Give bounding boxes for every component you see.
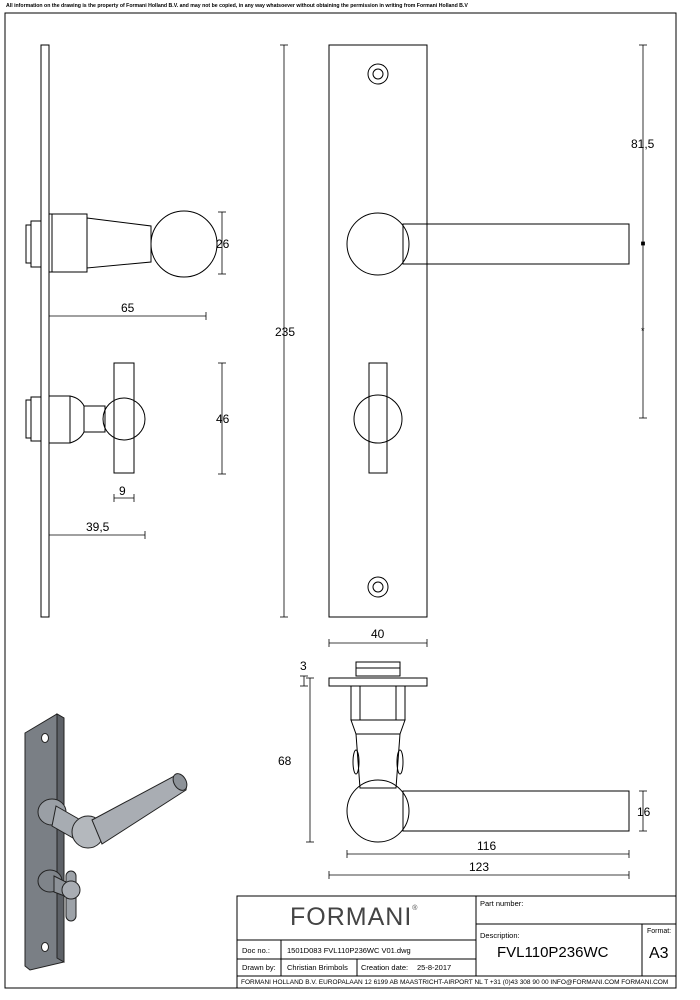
- dim-lever-length: 116: [477, 839, 496, 853]
- dim-rose-height: 68: [278, 754, 292, 768]
- front-view-plate: [328, 44, 428, 618]
- format-value: A3: [649, 945, 669, 962]
- registered-mark: ®: [412, 905, 419, 912]
- dim-plate-thickness: 3: [300, 659, 307, 673]
- doc-no-label: Doc no.:: [242, 946, 270, 955]
- drawn-by-value: Christian Brimbols: [287, 963, 348, 972]
- plan-view-lever: [328, 661, 630, 843]
- dim-centre-mark: *: [641, 326, 645, 336]
- front-view-lever: [346, 212, 630, 276]
- dim-plate-height: 235: [275, 325, 295, 339]
- creation-date-label: Creation date:: [361, 963, 409, 972]
- dimension-labels: 26 65 46 9 39,5 235 81,5 * 40 3 68 16 11…: [86, 137, 655, 874]
- side-view-plate: [40, 44, 50, 618]
- company-address: FORMANI HOLLAND B.V. EUROPALAAN 12 6199 …: [241, 979, 669, 986]
- dim-lever-thickness: 16: [637, 805, 651, 819]
- part-number-label: Part number:: [480, 899, 524, 908]
- dim-handle-projection: 65: [121, 301, 135, 315]
- logo-text: FORMANI: [290, 903, 413, 931]
- description-value: FVL110P236WC: [497, 944, 609, 961]
- description-label: Description:: [480, 931, 520, 940]
- title-block-frame: [236, 895, 677, 989]
- dim-turn-depth: 9: [119, 484, 126, 498]
- dim-turn-projection: 39,5: [86, 520, 110, 534]
- side-view-handle: [25, 210, 218, 278]
- formani-logo: FORMANI®: [290, 903, 418, 932]
- creation-date-value: 25-8-2017: [417, 963, 452, 972]
- dim-plate-width: 40: [371, 627, 385, 641]
- drawn-by-label: Drawn by:: [242, 963, 276, 972]
- isometric-view: [24, 713, 188, 971]
- copyright-disclaimer: All information on the drawing is the pr…: [6, 3, 468, 9]
- dim-knob-diameter: 26: [216, 237, 230, 251]
- doc-no-value: 1501D083 FVL110P236WC V01.dwg: [287, 946, 411, 955]
- front-view-turn: [353, 362, 403, 474]
- dim-lever-total: 123: [469, 860, 489, 874]
- dim-handle-offset: 81,5: [631, 137, 655, 151]
- dimension-lines: [48, 44, 647, 879]
- side-view-turn: [25, 362, 146, 474]
- dim-turn-width: 46: [216, 412, 230, 426]
- format-label: Format:: [647, 928, 672, 935]
